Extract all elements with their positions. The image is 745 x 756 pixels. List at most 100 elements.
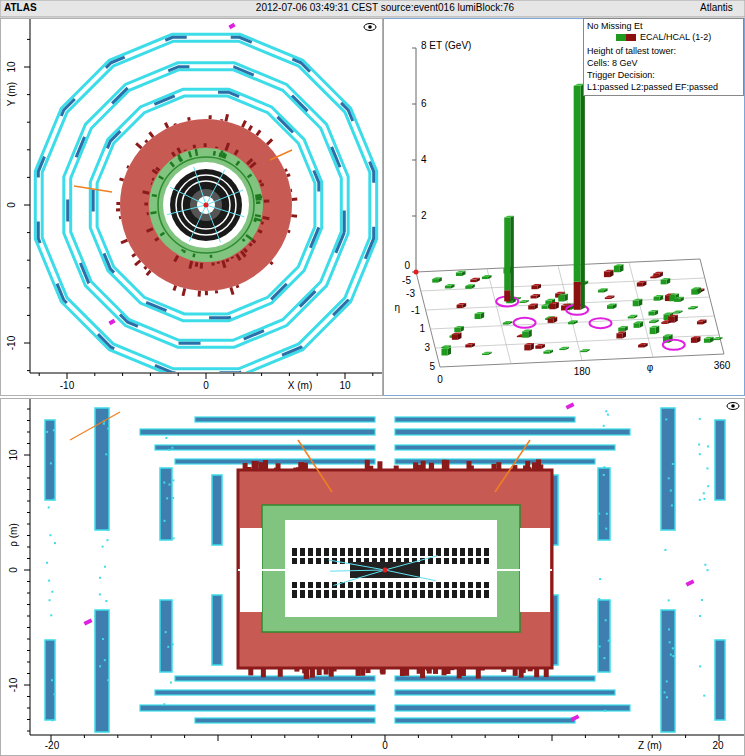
detector-layer	[176, 175, 236, 235]
ecal-tower	[574, 86, 581, 282]
tower-top	[605, 296, 615, 298]
muon-hit	[607, 414, 609, 416]
muon-hit	[103, 423, 105, 425]
em-deposit	[223, 153, 225, 158]
axis-value: 4	[421, 154, 427, 166]
ecal-tower	[634, 323, 640, 328]
tower-top	[548, 317, 558, 319]
inner-detector	[170, 169, 242, 241]
calo-deposit	[254, 461, 259, 470]
endcap-chamber	[598, 468, 610, 540]
calo-deposit	[317, 668, 322, 675]
axis-tick	[24, 570, 30, 571]
info-text: Height of tallest tower:	[587, 46, 676, 57]
calo-deposit	[156, 168, 159, 171]
calo-deposit	[285, 170, 287, 171]
calo-deposit	[209, 115, 212, 119]
calo-deposit	[132, 254, 135, 256]
calo-deposit	[429, 463, 434, 470]
muon-hit	[48, 506, 50, 508]
tower-top	[674, 297, 684, 299]
hcal-tower	[531, 296, 537, 299]
legend-swatch-hcal	[626, 34, 636, 41]
muon-hit	[668, 628, 670, 630]
axis-origin	[414, 270, 419, 275]
muon-hit	[670, 654, 672, 656]
axis-tick	[24, 685, 30, 686]
axis-value: 3	[424, 342, 430, 354]
muon-chamber	[155, 690, 375, 695]
calo-deposit	[377, 461, 382, 470]
calo-deposit	[258, 230, 262, 232]
ecal-tower	[482, 277, 488, 279]
muon-hit	[172, 479, 174, 481]
axis-tick	[27, 315, 30, 316]
ecal-tower	[445, 286, 451, 289]
calo-deposit	[226, 143, 229, 150]
axis-tick	[652, 735, 653, 738]
muon-chamber	[395, 417, 575, 422]
muon-hit	[105, 600, 107, 602]
axis-tick	[27, 260, 30, 261]
calo-deposit	[445, 668, 450, 674]
tower-top	[470, 278, 480, 280]
tower-top	[638, 343, 648, 345]
pixel-detector	[190, 189, 222, 221]
em-deposit	[196, 149, 197, 156]
axis-line	[30, 19, 31, 373]
hit-mark	[571, 714, 580, 721]
ecal-tower	[580, 351, 586, 352]
calo-deposit	[120, 179, 124, 180]
tower-top	[454, 326, 464, 328]
muon-hit	[707, 485, 709, 487]
axis-title: φ	[647, 362, 653, 374]
axis-tick	[233, 373, 234, 376]
axis-tick	[27, 501, 30, 502]
calo-deposit	[467, 461, 472, 470]
tower-top	[535, 344, 545, 346]
track	[206, 205, 244, 217]
calo-deposit	[429, 464, 434, 470]
calo-deposit	[243, 463, 248, 470]
track	[385, 570, 436, 581]
muon-hit	[699, 499, 701, 501]
axis-tick	[27, 719, 30, 720]
jet-marker	[589, 318, 611, 328]
axis-tick	[289, 373, 290, 376]
info-text: L1:passed L2:passed EF:passed	[587, 82, 718, 93]
calo-deposit	[302, 668, 307, 673]
tower-top	[457, 303, 467, 305]
detector-layer	[182, 181, 230, 229]
muon-hit	[105, 453, 107, 455]
tower-top	[697, 320, 707, 322]
calo-deposit	[261, 221, 263, 225]
em-deposit	[210, 255, 213, 258]
axis-value: 1	[419, 323, 425, 335]
axis-tick	[27, 39, 30, 40]
muon-hit	[48, 580, 50, 582]
calo-deposit	[155, 238, 158, 240]
calo-deposit	[291, 189, 292, 192]
muon-hit	[699, 615, 701, 617]
tower-top	[519, 300, 529, 302]
axis-tick	[27, 593, 30, 594]
muon-hit	[704, 564, 706, 566]
solenoid-gap	[163, 162, 249, 248]
axis-tick	[27, 149, 30, 150]
axis-value: 0	[6, 202, 18, 208]
calo-deposit	[223, 261, 225, 268]
ecal-tower	[543, 351, 549, 353]
axis-value: 0	[203, 380, 209, 392]
axis-tick	[284, 735, 285, 738]
ecal-tower	[674, 299, 680, 302]
vertex	[204, 203, 209, 208]
track	[194, 167, 206, 205]
calo-deposit	[259, 462, 264, 470]
axis-tick	[27, 409, 30, 410]
calo-deposit	[247, 159, 252, 164]
muon-hit	[598, 598, 600, 600]
tower-top	[503, 321, 513, 323]
axis-tick	[318, 735, 319, 738]
eye-pupil	[368, 25, 372, 29]
axis-tick	[618, 735, 619, 738]
